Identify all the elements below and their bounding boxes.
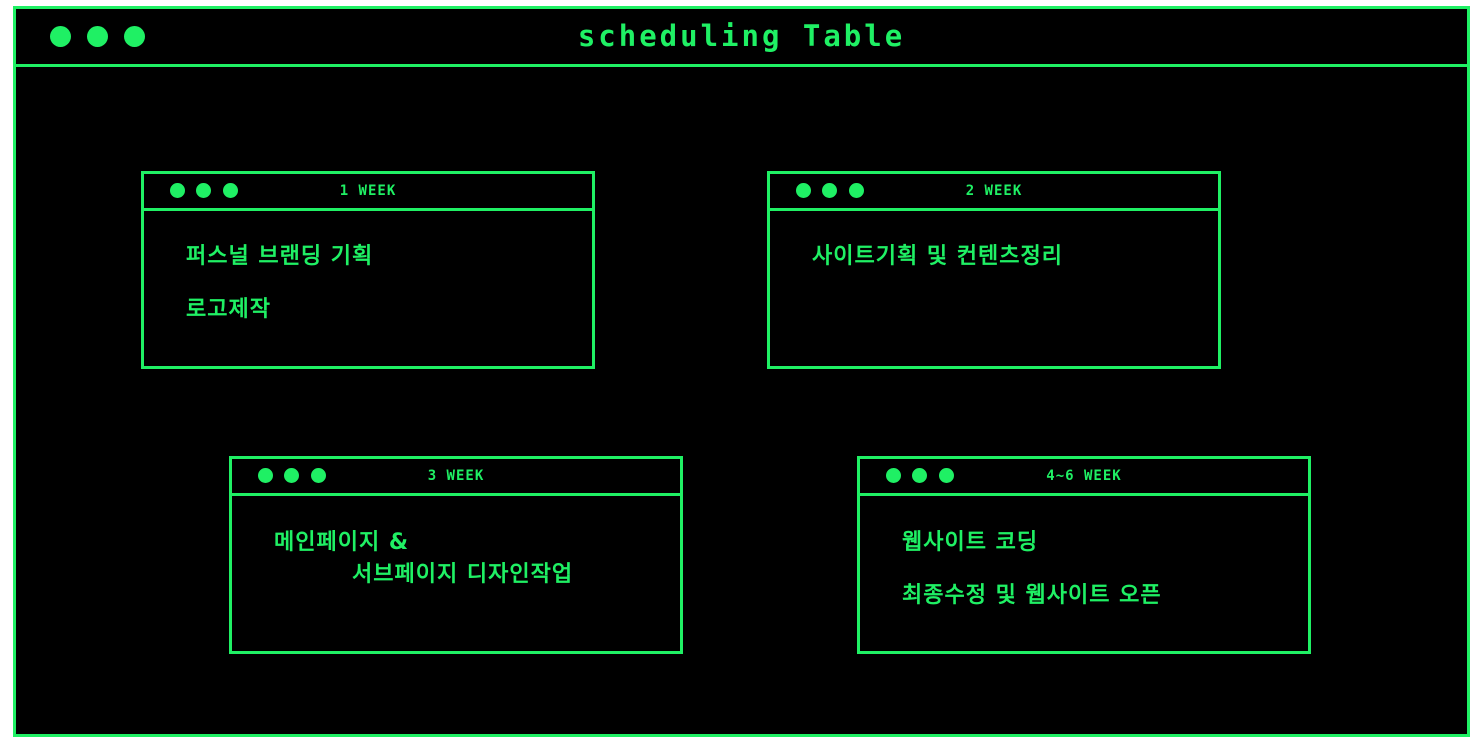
card-title: 2 WEEK: [965, 183, 1023, 199]
main-window: scheduling Table 1 WEEK 퍼스널 브랜딩 기획 로고제작 …: [13, 6, 1470, 737]
card-title-bar: 2 WEEK: [770, 174, 1218, 211]
main-title-bar: scheduling Table: [16, 9, 1467, 67]
card-title-bar: 3 WEEK: [232, 459, 680, 496]
window-dot-icon: [223, 183, 238, 198]
schedule-card-week-3: 3 WEEK 메인페이지 & 서브페이지 디자인작업: [229, 456, 683, 654]
card-title-bar: 1 WEEK: [144, 174, 592, 211]
schedule-card-week-4-6: 4~6 WEEK 웹사이트 코딩 최종수정 및 웹사이트 오픈: [857, 456, 1311, 654]
window-dot-icon: [912, 468, 927, 483]
card-title-bar: 4~6 WEEK: [860, 459, 1308, 496]
window-dot-icon: [258, 468, 273, 483]
window-dot-icon: [939, 468, 954, 483]
window-dot-icon: [886, 468, 901, 483]
window-dot-icon: [822, 183, 837, 198]
page-title: scheduling Table: [577, 19, 906, 53]
window-dot-icon: [196, 183, 211, 198]
card-line: 사이트기획 및 컨텐츠정리: [812, 244, 1063, 269]
window-dot-icon: [124, 26, 145, 47]
card-line: 로고제작: [186, 297, 271, 322]
schedule-card-week-1: 1 WEEK 퍼스널 브랜딩 기획 로고제작: [141, 171, 595, 369]
window-dot-icon: [284, 468, 299, 483]
schedule-card-week-2: 2 WEEK 사이트기획 및 컨텐츠정리: [767, 171, 1221, 369]
card-line: 서브페이지 디자인작업: [352, 562, 574, 587]
card-line: 퍼스널 브랜딩 기획: [186, 244, 374, 269]
window-dot-icon: [87, 26, 108, 47]
card-title: 1 WEEK: [339, 183, 397, 199]
card-title: 3 WEEK: [427, 468, 485, 484]
window-dot-icon: [796, 183, 811, 198]
window-dot-icon: [50, 26, 71, 47]
card-line: 최종수정 및 웹사이트 오픈: [902, 583, 1162, 608]
window-dot-icon: [170, 183, 185, 198]
card-line: 웹사이트 코딩: [902, 530, 1039, 555]
window-dot-icon: [849, 183, 864, 198]
card-title: 4~6 WEEK: [1046, 468, 1122, 484]
window-dot-icon: [311, 468, 326, 483]
card-line: 메인페이지 &: [274, 530, 410, 555]
